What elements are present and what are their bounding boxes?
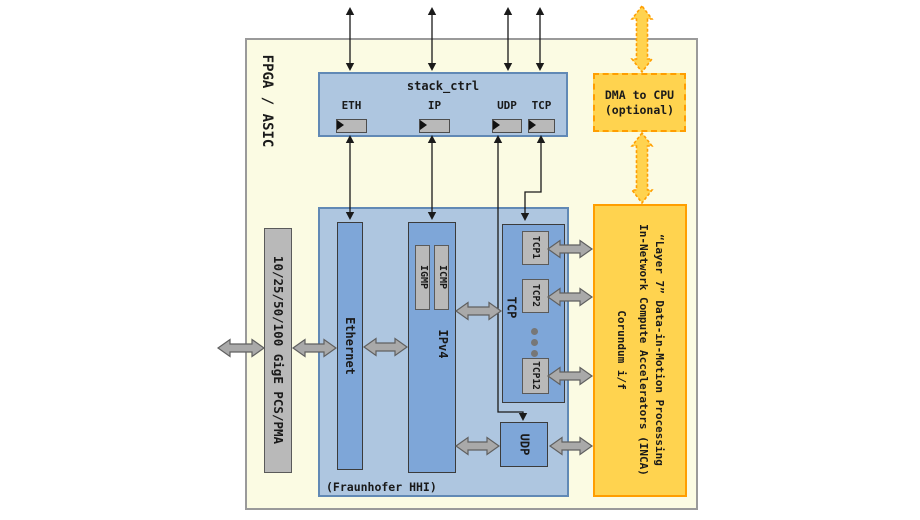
igmp-label: IGMP xyxy=(418,264,429,290)
tcp2-label: TCP2 xyxy=(530,284,541,307)
arrowhead-icon xyxy=(345,7,355,15)
register-label-eth: ETH xyxy=(341,99,362,112)
tcp12-label: TCP12 xyxy=(530,361,541,390)
udp-register xyxy=(492,119,522,133)
register-pointer-icon xyxy=(529,120,536,130)
fpga-asic-label: FPGA / ASIC xyxy=(259,54,275,148)
register-label-ip: IP xyxy=(427,99,442,112)
igmp-box xyxy=(415,245,430,310)
arrowhead-icon xyxy=(535,7,545,15)
inca-line1: “Layer 7” Data-in-Motion Processing xyxy=(653,234,666,466)
arrowhead-icon xyxy=(503,7,513,15)
register-pointer-icon xyxy=(493,120,500,130)
fraunhofer-caption: (Fraunhofer HHI) xyxy=(326,480,437,494)
ethernet-label: Ethernet xyxy=(343,317,357,375)
ipv4-label: IPv4 xyxy=(436,329,450,359)
dma-line1: DMA to CPU xyxy=(604,87,675,102)
udp-label: UDP xyxy=(517,433,532,456)
inca-box xyxy=(593,204,687,497)
inca-line2: In-Network Compute Accelerators (INCA) xyxy=(637,224,650,476)
stack-ctrl-title: stack_ctrl xyxy=(406,79,480,93)
icmp-label: ICMP xyxy=(437,264,448,290)
gige-pcs-pma-label: 10/25/50/100 GigE PCS/PMA xyxy=(271,255,286,445)
dma-line2: (optional) xyxy=(604,102,675,117)
inca-line3: Corundum i/f xyxy=(615,310,628,390)
tcp1-label: TCP1 xyxy=(530,236,541,259)
tcp-label: TCP xyxy=(504,296,519,319)
arrowhead-icon xyxy=(427,7,437,15)
icmp-box xyxy=(434,245,449,310)
udp-box xyxy=(500,422,548,467)
register-label-udp: UDP xyxy=(497,99,517,112)
inca-text: “Layer 7” Data-in-Motion Processing In-N… xyxy=(593,205,687,495)
eth-register xyxy=(336,119,367,133)
register-pointer-icon xyxy=(337,120,344,130)
ip-register xyxy=(419,119,450,133)
tcp1-box xyxy=(522,231,549,265)
tcp-register xyxy=(528,119,555,133)
dma-to-cpu-box: DMA to CPU (optional) xyxy=(593,73,686,132)
register-pointer-icon xyxy=(420,120,427,130)
ethernet-box xyxy=(337,222,363,470)
register-label-tcp: TCP xyxy=(531,99,552,112)
